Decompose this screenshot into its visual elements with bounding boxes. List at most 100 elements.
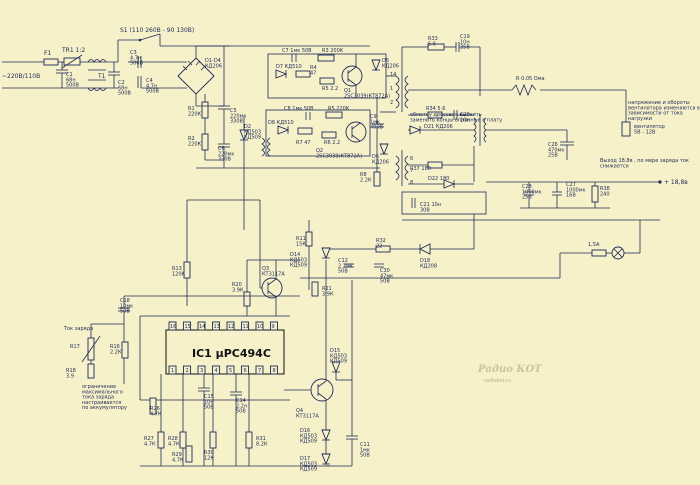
ic1-pin-10: [255, 321, 264, 331]
svg-text:C7 1мк 50В: C7 1мк 50В: [282, 48, 312, 54]
resistor-r5: R5 220К: [325, 106, 350, 119]
svg-text:+ 18,8в: + 18,8в: [664, 179, 688, 186]
resistor-r3: R3 200К: [317, 48, 344, 62]
mains-input-label: ~220В/110В: [2, 73, 40, 80]
ic1-pin-label: 1: [171, 368, 174, 374]
ic1-pin-label: 4: [215, 368, 218, 374]
svg-text:Ток заряда: Ток заряда: [63, 326, 93, 332]
ic1-pin-label: 11: [243, 324, 249, 330]
svg-text:7: 7: [410, 168, 413, 174]
ic1-pin-label: 14: [199, 324, 205, 330]
ic1-pin-label: 10: [257, 324, 263, 330]
ic1-pin-14: [197, 321, 206, 331]
ic1-pin-5: [226, 365, 235, 375]
svg-text:R3 200К: R3 200К: [322, 48, 344, 54]
ic1-pin-label: 8: [273, 368, 276, 374]
ic1-pin-16: [168, 321, 177, 331]
ic1-pin-11: [241, 321, 249, 331]
svg-text:R5 220К: R5 220К: [328, 106, 350, 112]
main-transformer: 14 1 2 6 7 8: [390, 70, 413, 186]
ic1-label: IC1 µPC494C: [192, 347, 271, 360]
ic1-pin-label: 7: [258, 368, 261, 374]
ic1-pin-15: [183, 321, 191, 331]
thermistor-tr1: TR1 1:2: [61, 47, 85, 69]
svg-text:D22 180: D22 180: [428, 176, 449, 182]
ic1-pin-label: 9: [272, 324, 275, 330]
diode-d8: D8 КД510: [268, 120, 294, 135]
svg-text:D7 КД510: D7 КД510: [276, 64, 302, 70]
ic1-pin-8: [270, 365, 278, 375]
svg-text:R 0.05 Ома: R 0.05 Ома: [516, 76, 545, 82]
resistor-r6-2: R6 2.2: [321, 131, 340, 146]
svg-text:2: 2: [390, 100, 393, 106]
watermark-url: radiokot.ru: [484, 378, 511, 384]
ic1-pin-label: 2: [186, 368, 189, 374]
svg-text:Выход 18,8в , по мере заряда т: Выход 18,8в , по мере заряда токснижаетс…: [600, 158, 689, 169]
switch-s1: S1 (110 260В - 90 130В): [117, 27, 194, 62]
svg-text:R5 2.2: R5 2.2: [322, 86, 338, 92]
svg-text:R6 2.2: R6 2.2: [324, 140, 340, 146]
svg-text:D8 КД510: D8 КД510: [268, 120, 294, 126]
resistor-r7: R7 47: [296, 127, 313, 146]
watermark-logo: Радио КОТ: [477, 364, 543, 375]
svg-text:1: 1: [390, 86, 393, 92]
ic1-pin-label: 16: [170, 324, 176, 330]
svg-text:R17: R17: [70, 344, 80, 350]
ic1-pin-2: [183, 365, 191, 375]
ic1-pin-label: 15: [185, 324, 191, 330]
diode-d7: D7 КД510: [275, 64, 302, 79]
ic1-pin-3: [197, 365, 206, 375]
ic1-pin-12: [226, 321, 235, 331]
ic1-pin-6: [241, 365, 249, 375]
resistor-shunt: R 0.05 Ома: [511, 76, 545, 97]
svg-text:C8 1мк 50В: C8 1мк 50В: [284, 106, 314, 112]
